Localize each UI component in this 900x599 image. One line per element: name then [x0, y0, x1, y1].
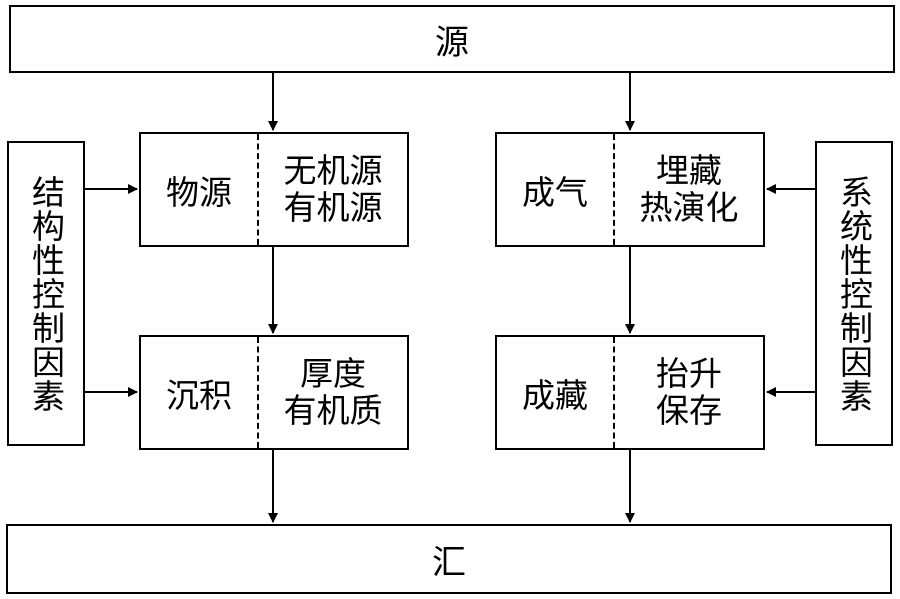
reservoir-formation-box: 成藏 抬升 保存 — [495, 335, 765, 450]
systematic-control-factors-label: 系统性控制因素 — [834, 174, 874, 413]
gas-generation-box-title: 成气 — [497, 134, 615, 245]
source-bar-label: 源 — [435, 22, 469, 63]
thermal-evolution-label: 热演化 — [639, 187, 739, 227]
organic-matter-label: 有机质 — [283, 390, 383, 430]
source-bar: 源 — [9, 5, 895, 73]
deposition-box: 沉积 厚度 有机质 — [139, 335, 409, 450]
sink-bar-label: 汇 — [432, 542, 466, 583]
inorganic-source-label: 无机源 — [283, 151, 383, 191]
systematic-control-factors-box: 系统性控制因素 — [815, 141, 893, 446]
structural-control-factors-label: 结构性控制因素 — [26, 174, 66, 413]
source-box-title: 物源 — [141, 134, 259, 245]
source-box-details: 无机源 有机源 — [259, 134, 407, 245]
gas-generation-box-details: 埋藏 热演化 — [615, 134, 763, 245]
reservoir-formation-box-title: 成藏 — [497, 337, 615, 448]
source-box: 物源 无机源 有机源 — [139, 132, 409, 247]
reservoir-formation-box-details: 抬升 保存 — [615, 337, 763, 448]
burial-label: 埋藏 — [656, 151, 722, 191]
organic-source-label: 有机源 — [283, 187, 383, 227]
deposition-box-details: 厚度 有机质 — [259, 337, 407, 448]
deposition-box-title: 沉积 — [141, 337, 259, 448]
structural-control-factors-box: 结构性控制因素 — [7, 141, 85, 446]
sink-bar: 汇 — [6, 524, 892, 594]
gas-generation-box: 成气 埋藏 热演化 — [495, 132, 765, 247]
preservation-label: 保存 — [656, 390, 722, 430]
thickness-label: 厚度 — [300, 354, 366, 394]
uplift-label: 抬升 — [656, 354, 722, 394]
